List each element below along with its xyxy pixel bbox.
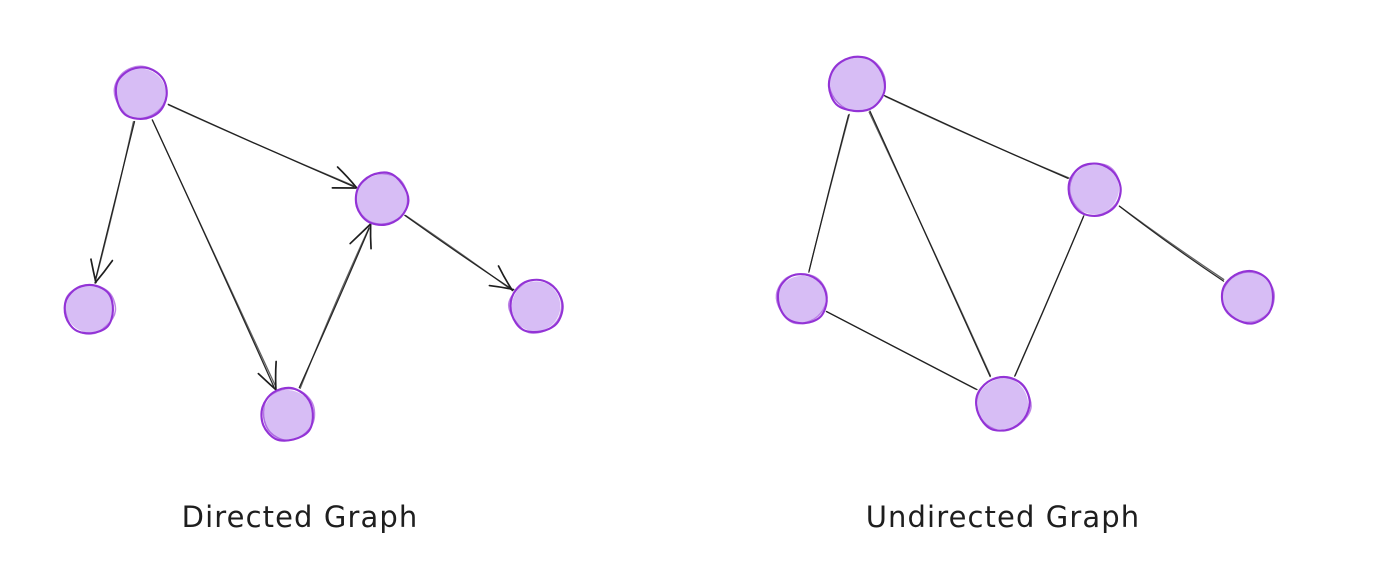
graph-node[interactable]: [63, 283, 117, 335]
undirected-graph-edges: [808, 94, 1225, 391]
directed-graph-nodes: [63, 65, 564, 442]
edge-u1-to-u2: [883, 94, 1070, 179]
node-fill: [65, 285, 113, 333]
edge-stroke: [868, 111, 992, 377]
arrowhead-stroke: [94, 259, 114, 284]
edge-stroke: [1014, 214, 1085, 377]
arrowhead-stroke: [257, 372, 277, 391]
node-fill: [1222, 271, 1274, 323]
edge-stroke: [808, 113, 850, 272]
node-outline: [975, 376, 1032, 432]
directed-graph-caption: Directed Graph: [182, 500, 419, 534]
graph-node[interactable]: [113, 65, 168, 120]
edge-d4-to-d3: [298, 223, 372, 389]
edge-stroke: [94, 121, 135, 282]
edge-stroke: [884, 95, 1070, 179]
arrowhead-stroke: [497, 265, 514, 292]
edge-u2-to-u4: [1014, 214, 1085, 377]
node-fill: [116, 68, 167, 119]
graph-node[interactable]: [507, 278, 564, 334]
nodes-layer: [63, 55, 1276, 442]
edge-u2-to-u5: [1118, 205, 1225, 282]
edge-stroke: [825, 310, 977, 390]
edge-d1-to-d2: [90, 120, 136, 284]
edges-layer: [90, 94, 1225, 391]
node-outline: [1068, 162, 1122, 217]
edge-u3-to-u4: [825, 310, 978, 391]
undirected-graph-caption: Undirected Graph: [866, 500, 1141, 534]
node-fill: [829, 56, 884, 112]
node-fill: [777, 275, 826, 323]
node-outline: [64, 283, 117, 335]
node-outline: [1221, 271, 1276, 324]
graph-node[interactable]: [354, 171, 410, 227]
edge-d3-to-d5: [404, 214, 515, 292]
arrowhead-stroke: [90, 258, 97, 284]
edge-stroke: [405, 214, 512, 290]
captions-layer: Directed Graph Undirected Graph: [182, 500, 1141, 534]
edge-d1-to-d4: [151, 119, 277, 391]
edge-d1-to-d3: [167, 103, 358, 189]
undirected-graph-nodes: [775, 55, 1276, 432]
edge-stroke: [167, 104, 355, 187]
node-outline: [1067, 162, 1122, 217]
node-outline: [355, 172, 409, 225]
node-outline: [776, 273, 828, 325]
node-outline: [507, 278, 563, 334]
edge-u1-to-u4: [868, 110, 992, 378]
graph-node[interactable]: [1067, 162, 1122, 217]
node-outline: [262, 388, 316, 442]
edge-stroke: [1119, 205, 1225, 281]
directed-graph-edges: [90, 103, 515, 391]
node-outline: [113, 65, 168, 120]
graph-node[interactable]: [775, 273, 828, 325]
arrowhead-stroke: [274, 360, 277, 391]
node-outline: [775, 273, 828, 325]
graph-node[interactable]: [1220, 269, 1276, 325]
arrowhead-stroke: [349, 223, 372, 245]
edge-u1-to-u3: [808, 113, 850, 273]
node-fill: [511, 281, 561, 332]
node-fill: [977, 377, 1029, 430]
graph-node[interactable]: [827, 55, 887, 113]
edge-stroke: [299, 226, 370, 389]
graph-node[interactable]: [260, 386, 316, 442]
arrowhead-stroke: [336, 166, 358, 189]
graph-node[interactable]: [975, 375, 1032, 432]
node-fill: [263, 389, 313, 441]
edge-stroke: [151, 119, 277, 388]
node-fill: [1069, 163, 1120, 215]
node-fill: [356, 174, 408, 225]
node-outline: [828, 56, 887, 113]
arrowhead-stroke: [369, 223, 372, 250]
